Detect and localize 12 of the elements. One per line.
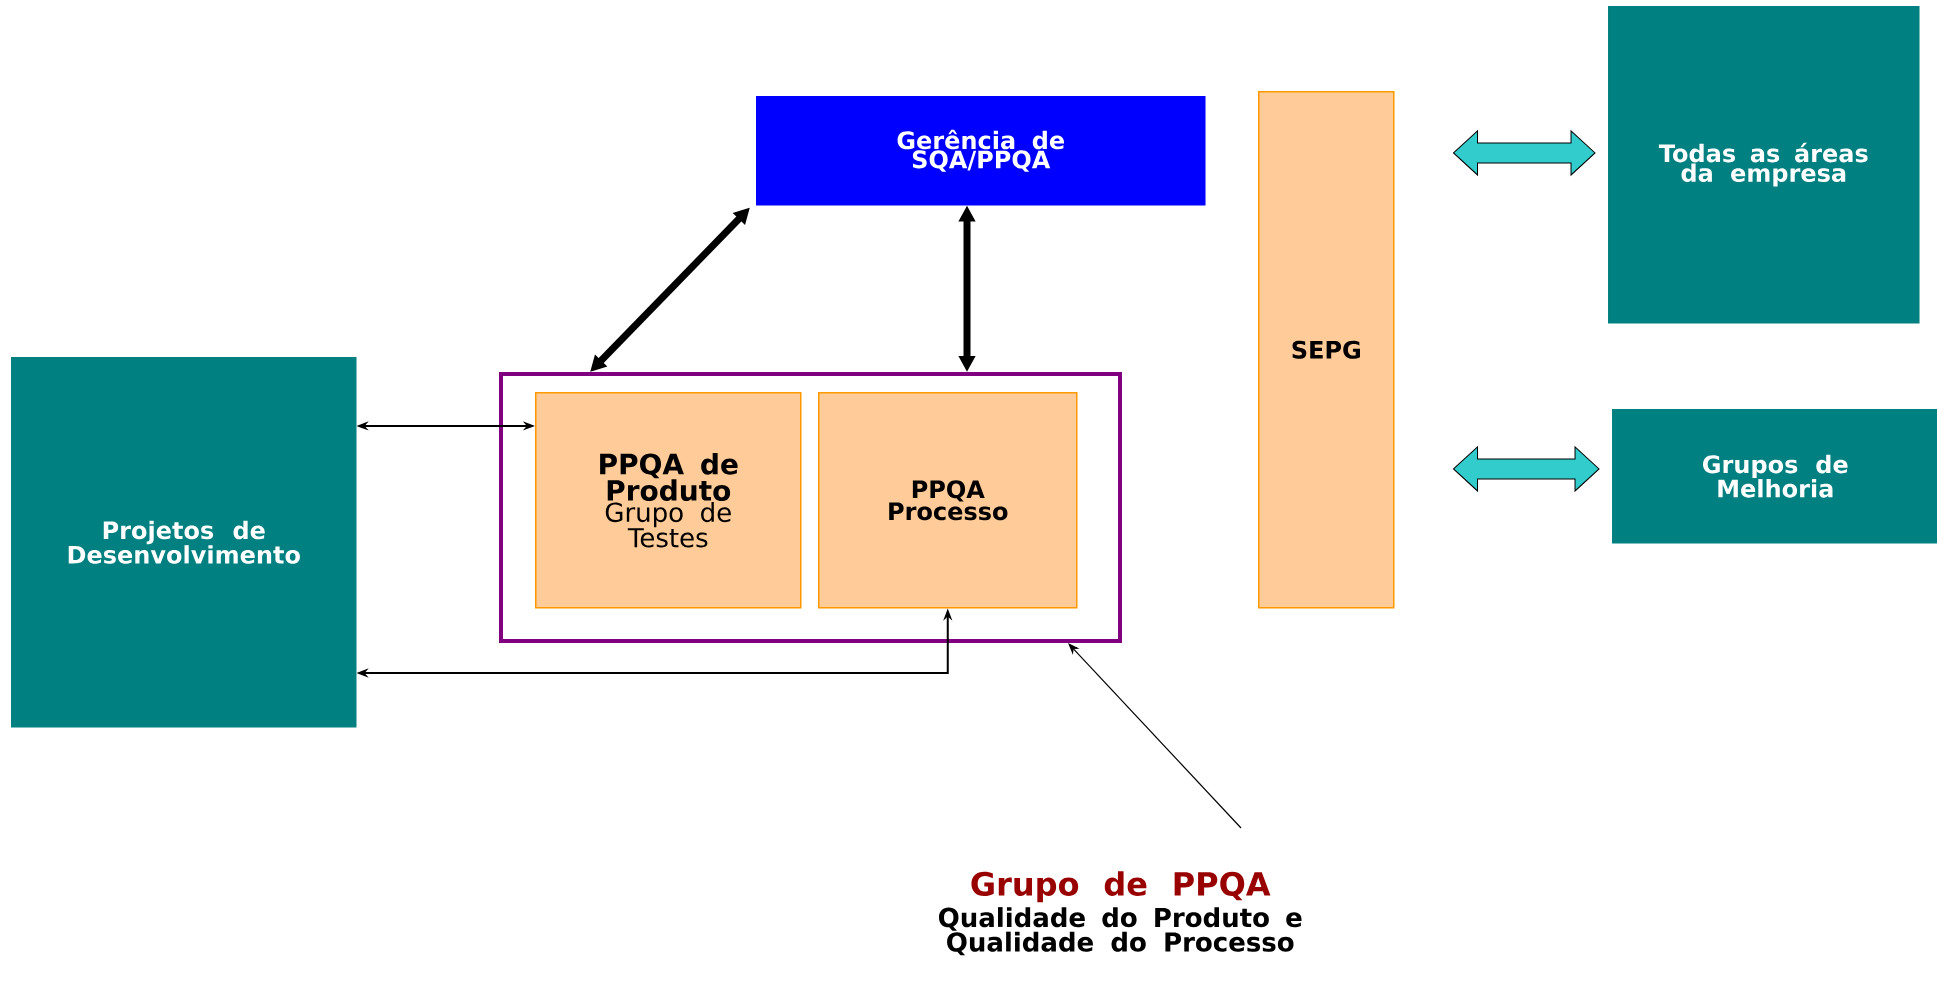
area-box: Todas as áreas da empresa	[1608, 6, 1920, 324]
double-arrow	[1453, 130, 1596, 176]
process-column: SEPG	[1258, 91, 1395, 609]
double-arrow	[1453, 446, 1600, 492]
project-box: Projetos de Desenvolvimento	[11, 357, 357, 728]
group-frame	[499, 372, 1122, 643]
leader-line	[1068, 643, 1242, 829]
group-box: Grupos de Melhoria	[1612, 409, 1937, 544]
management-box: Gerência de SQA/PPQA	[756, 96, 1206, 206]
process-box: PPQA Processo	[818, 392, 1078, 609]
annotation-text: Grupo de PPQA Qualidade do Produto e Qualidade do Processo	[939, 871, 1302, 956]
process-box: PPQA de Produto Grupo de Testes	[535, 392, 802, 609]
